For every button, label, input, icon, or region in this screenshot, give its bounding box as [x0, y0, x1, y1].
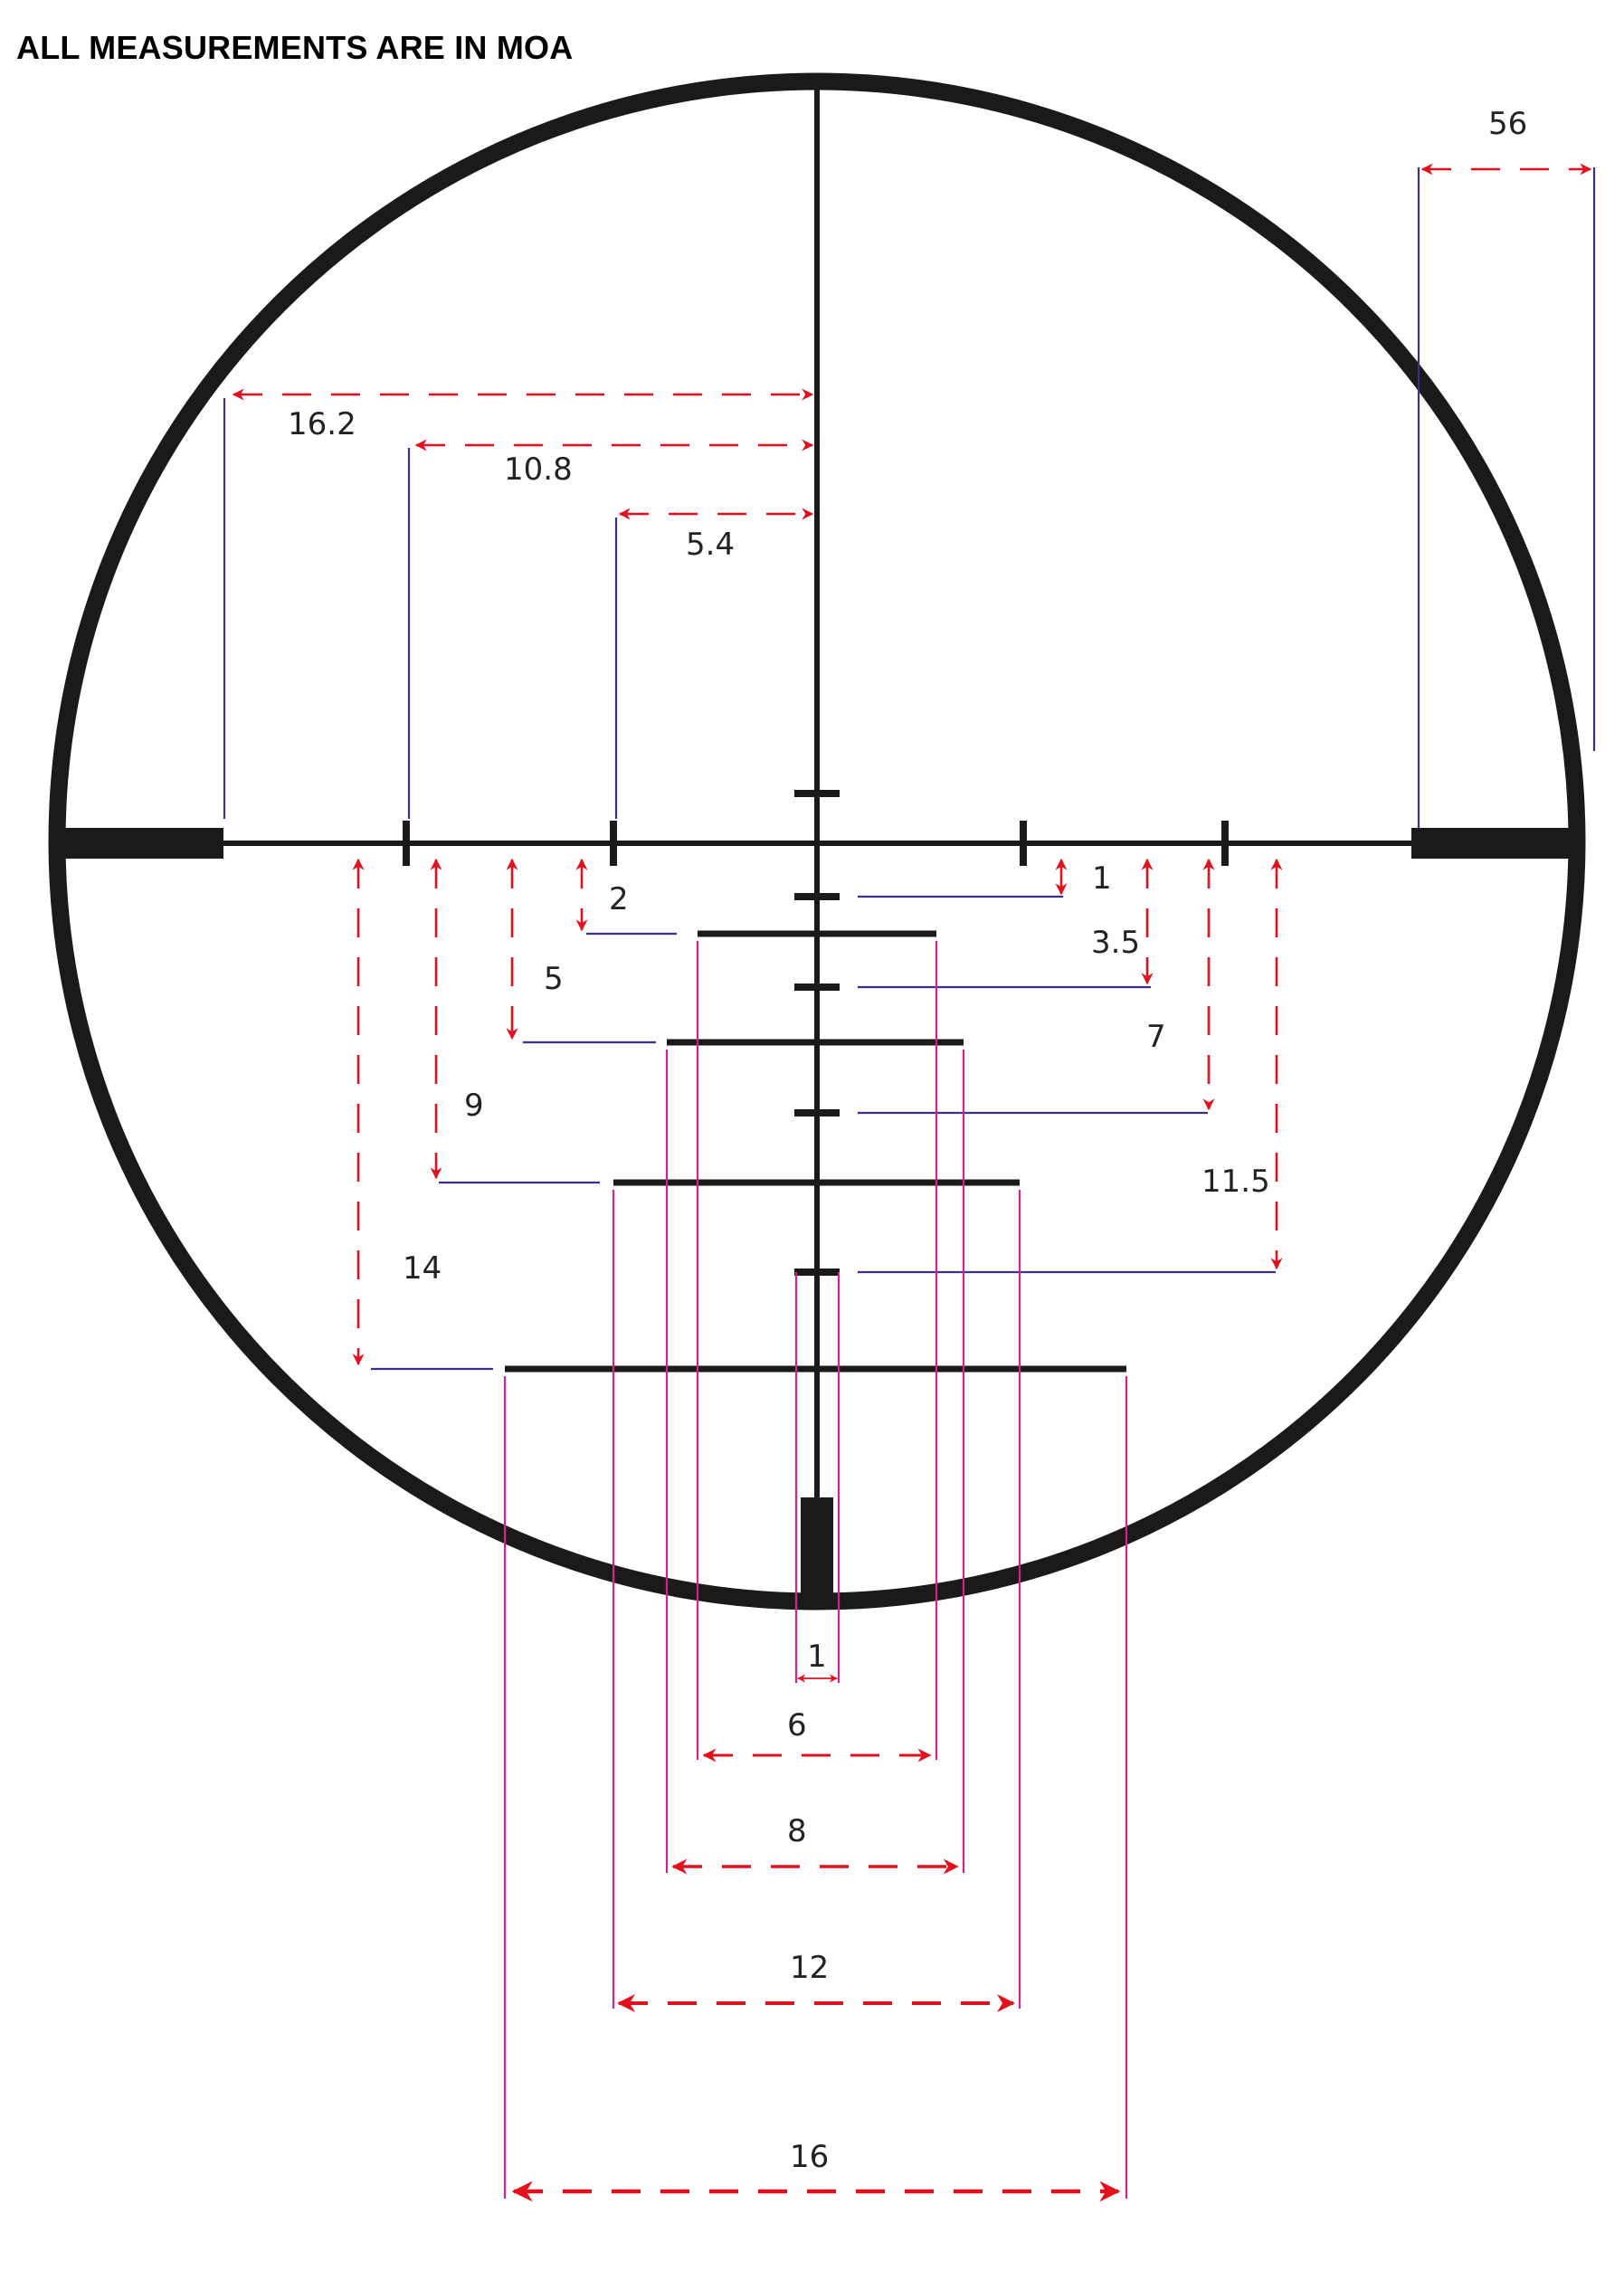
right-heavy-post: [1411, 828, 1583, 859]
label-drop-5: 5: [544, 961, 564, 997]
label-drop-14: 14: [403, 1250, 442, 1287]
label-5-4: 5.4: [686, 527, 735, 563]
label-width-8: 8: [787, 1813, 807, 1849]
blue-extension-lines: [223, 167, 1596, 1371]
label-right-11-5: 11.5: [1201, 1164, 1270, 1200]
label-drop-9: 9: [464, 1088, 484, 1124]
magenta-extension-lines: [503, 941, 1128, 2199]
label-right-1: 1: [1092, 860, 1112, 897]
label-width-1: 1: [807, 1639, 827, 1675]
label-width-16: 16: [790, 2139, 829, 2175]
label-16-2: 16.2: [288, 406, 356, 442]
left-heavy-post: [65, 828, 223, 859]
label-width-12: 12: [790, 1950, 829, 1986]
bottom-heavy-post: [801, 1497, 833, 1597]
label-width-6: 6: [787, 1707, 807, 1744]
label-right-3-5: 3.5: [1091, 925, 1140, 961]
dimension-arrows: [232, 163, 1592, 2202]
label-right-7: 7: [1146, 1019, 1166, 1055]
label-10-8: 10.8: [504, 451, 573, 488]
label-56: 56: [1488, 106, 1527, 142]
page-title: ALL MEASUREMENTS ARE IN MOA: [16, 29, 574, 66]
label-drop-2: 2: [609, 881, 629, 917]
